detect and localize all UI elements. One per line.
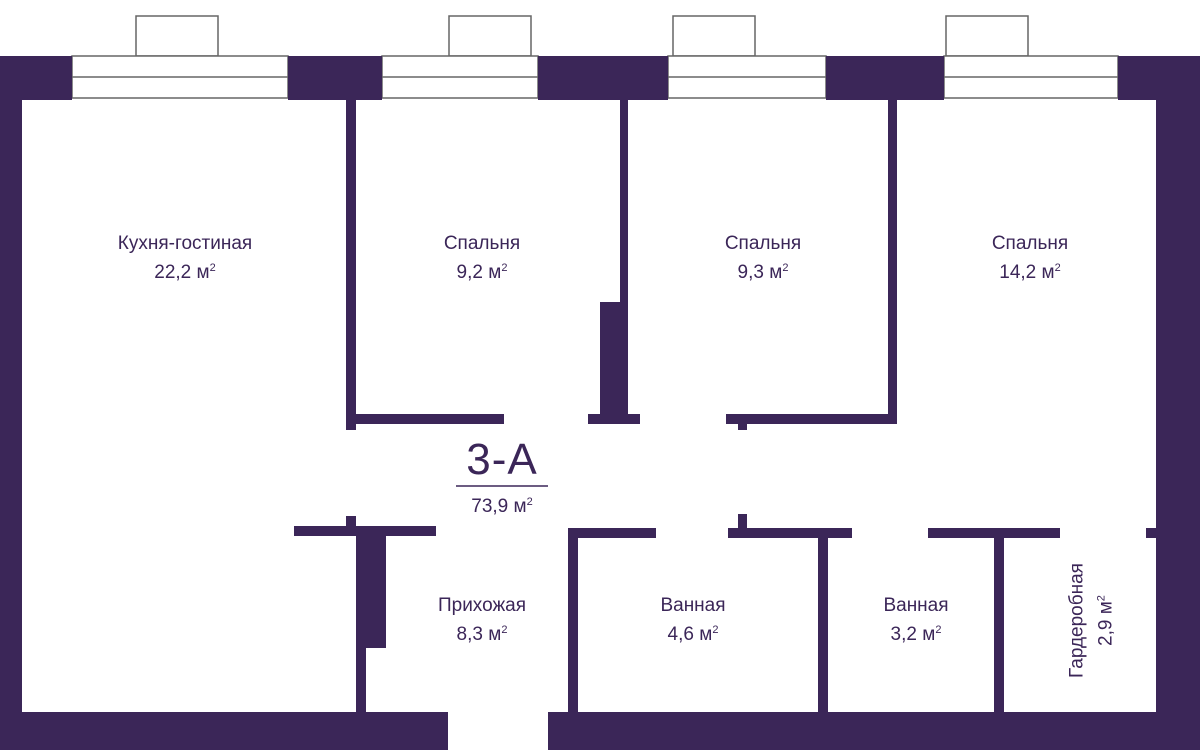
room-area: 8,3 м2 — [456, 624, 508, 645]
window-sill — [135, 15, 219, 57]
room-name: Спальня — [443, 233, 521, 254]
windows — [71, 15, 1119, 99]
wall — [620, 100, 628, 420]
wall — [1146, 528, 1160, 538]
room-area: 14,2 м2 — [999, 262, 1061, 283]
plan-title-block: 3-А 73,9 м2 — [412, 436, 592, 519]
room-name: Спальня — [724, 233, 802, 254]
room-name: Ванная — [660, 595, 726, 616]
wall — [726, 414, 896, 424]
window-sill — [672, 15, 756, 57]
window-sill — [945, 15, 1029, 57]
wall — [346, 516, 356, 528]
walls — [0, 56, 1200, 750]
wall — [818, 528, 828, 714]
wall — [568, 528, 578, 714]
wall — [346, 414, 504, 424]
wall — [0, 712, 448, 750]
room-area: 4,6 м2 — [667, 624, 719, 645]
window-sill — [448, 15, 532, 57]
room-hallway: Прихожая 8,3 м2 — [392, 594, 572, 647]
plan-title: 3-А — [466, 435, 538, 484]
wall — [826, 56, 944, 100]
wall — [548, 712, 1200, 750]
wall — [994, 528, 1004, 714]
room-area: 9,2 м2 — [456, 262, 508, 283]
room-area: 9,3 м2 — [737, 262, 789, 283]
room-bedroom-2: Спальня 9,3 м2 — [673, 232, 853, 285]
room-name: Кухня-гостиная — [117, 233, 253, 254]
wall — [288, 56, 382, 100]
room-name: Гардеробная — [1066, 563, 1088, 678]
wall — [738, 514, 747, 532]
room-area: 22,2 м2 — [154, 262, 216, 283]
wall — [728, 528, 852, 538]
wall — [738, 418, 747, 430]
room-area: 3,2 м2 — [890, 624, 942, 645]
room-bedroom-3: Спальня 14,2 м2 — [940, 232, 1120, 285]
wall — [356, 526, 366, 716]
room-name: Спальня — [991, 233, 1069, 254]
wall — [568, 528, 656, 538]
room-bathroom-2: Ванная 3,2 м2 — [826, 594, 1006, 647]
wall — [346, 100, 356, 430]
room-bathroom-1: Ванная 4,6 м2 — [603, 594, 783, 647]
plan-total-area: 73,9 м2 — [471, 496, 533, 517]
wall — [600, 302, 622, 422]
wall — [1156, 56, 1200, 750]
wall — [588, 414, 640, 424]
room-bedroom-1: Спальня 9,2 м2 — [392, 232, 572, 285]
wall — [888, 100, 897, 424]
wall — [0, 56, 22, 750]
room-wardrobe: Гардеробная 2,9 м2 — [1066, 531, 1119, 711]
room-name: Прихожая — [437, 595, 527, 616]
room-kitchen-living: Кухня-гостиная 22,2 м2 — [85, 232, 285, 285]
wall — [538, 56, 668, 100]
room-name: Ванная — [883, 595, 949, 616]
room-area: 2,9 м2 — [1095, 595, 1117, 646]
